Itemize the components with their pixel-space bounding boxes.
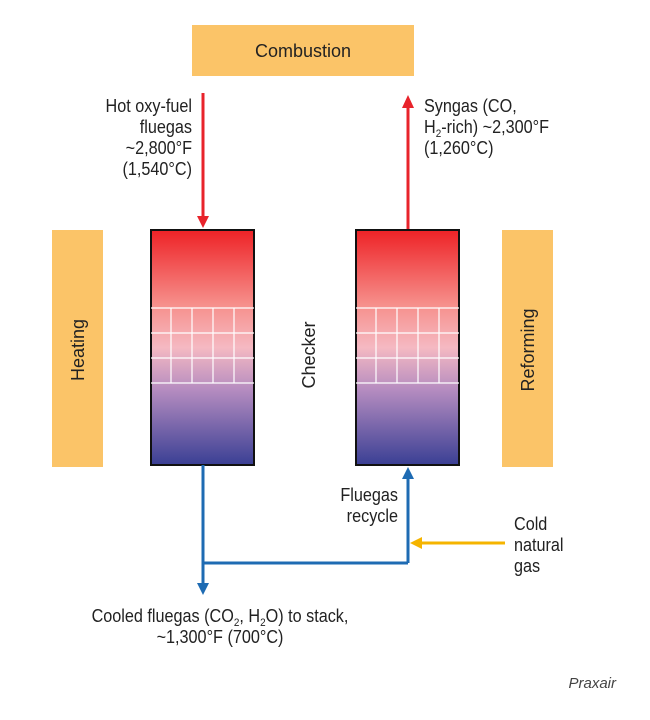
credit-text: Praxair [568,675,616,692]
combustion-box: Combustion [192,25,414,76]
reforming-label: Reforming [518,308,538,391]
natural-gas-arrow [410,537,505,549]
right-checker-grid [356,307,459,384]
hot-fluegas-label: Hot oxy-fuel fluegas ~2,800°F (1,540°C) [105,96,192,179]
syngas-label: Syngas (CO, H2-rich) ~2,300°F (1,260°C) [424,96,549,158]
right-regenerator [355,229,460,466]
heating-label: Heating [68,319,88,381]
reforming-box: Reforming [502,230,553,467]
hot-fluegas-arrow [197,93,209,228]
fluegas-piping [201,465,410,585]
stack-arrowhead [197,583,209,595]
checker-label: Checker [299,321,319,388]
syngas-arrow [402,95,414,229]
left-checker-grid [151,307,254,384]
fluegas-recycle-label: Fluegas recycle [340,485,398,526]
cooled-fluegas-label: Cooled fluegas (CO2, H2O) to stack, ~1,3… [91,606,349,647]
left-regenerator [150,229,255,466]
combustion-label: Combustion [255,41,351,61]
cold-natural-gas-label: Cold natural gas [514,514,564,576]
recycle-arrowhead [402,467,414,479]
heating-box: Heating [52,230,103,467]
